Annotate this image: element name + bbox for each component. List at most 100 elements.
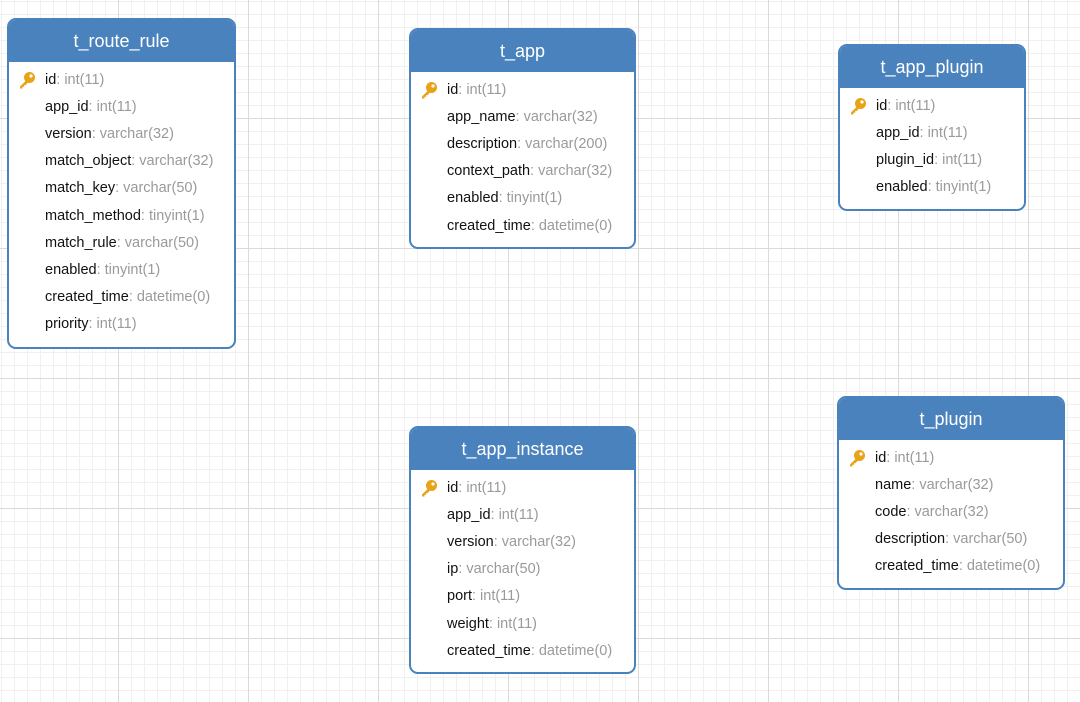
column-separator: :: [116, 234, 121, 251]
column-separator: :: [488, 615, 493, 632]
column-row[interactable]: enabled:tinyint(1): [840, 174, 1024, 201]
column-name: ip: [447, 561, 459, 578]
column-row[interactable]: priority:int(11): [9, 311, 234, 338]
column-row[interactable]: plugin_id:int(11): [840, 146, 1024, 173]
table-title: t_app: [411, 30, 634, 72]
column-name: id: [45, 71, 57, 88]
column-row[interactable]: id:int(11): [411, 474, 634, 501]
column-row[interactable]: name:varchar(32): [839, 471, 1063, 498]
column-type: int(11): [498, 506, 539, 523]
column-list: id:int(11)app_name:varchar(32)descriptio…: [411, 72, 634, 239]
column-separator: :: [887, 97, 892, 114]
column-type: tinyint(1): [148, 207, 205, 224]
column-row[interactable]: enabled:tinyint(1): [9, 256, 234, 283]
column-type: datetime(0): [136, 289, 211, 306]
column-separator: :: [530, 642, 535, 659]
column-row[interactable]: created_time:datetime(0): [411, 212, 634, 239]
column-separator: :: [128, 289, 133, 306]
column-row[interactable]: description:varchar(200): [411, 130, 634, 157]
column-separator: :: [96, 261, 101, 278]
column-name: match_key: [45, 180, 116, 197]
column-row[interactable]: ip:varchar(50): [411, 556, 634, 583]
column-name: version: [447, 533, 494, 550]
column-row[interactable]: enabled:tinyint(1): [411, 185, 634, 212]
key-icon: [411, 80, 447, 100]
column-separator: :: [919, 124, 924, 141]
column-row[interactable]: match_method:tinyint(1): [9, 202, 234, 229]
column-separator: :: [493, 533, 498, 550]
column-separator: :: [886, 449, 891, 466]
column-type: tinyint(1): [935, 179, 992, 196]
column-row[interactable]: id:int(11): [840, 92, 1024, 119]
column-separator: :: [530, 217, 535, 234]
column-row[interactable]: id:int(11): [411, 76, 634, 103]
column-row[interactable]: app_id:int(11): [9, 93, 234, 120]
column-type: varchar(200): [525, 135, 608, 152]
table-t-plugin[interactable]: t_plugin id:int(11)name:varchar(32)code:…: [837, 396, 1065, 590]
column-row[interactable]: match_rule:varchar(50): [9, 229, 234, 256]
column-type: varchar(50): [124, 234, 199, 251]
column-name: app_name: [447, 108, 516, 125]
column-row[interactable]: app_id:int(11): [840, 119, 1024, 146]
column-row[interactable]: id:int(11): [839, 444, 1063, 471]
column-type: varchar(32): [914, 503, 989, 520]
column-name: id: [447, 81, 459, 98]
column-type: varchar(32): [139, 153, 214, 170]
column-row[interactable]: id:int(11): [9, 66, 234, 93]
column-row[interactable]: created_time:datetime(0): [9, 284, 234, 311]
column-type: varchar(50): [466, 561, 541, 578]
column-separator: :: [140, 207, 145, 224]
column-name: id: [447, 479, 459, 496]
column-row[interactable]: created_time:datetime(0): [839, 553, 1063, 580]
column-name: code: [875, 503, 907, 520]
column-row[interactable]: version:varchar(32): [411, 528, 634, 555]
column-separator: :: [906, 503, 911, 520]
column-name: created_time: [875, 558, 959, 575]
column-separator: :: [958, 558, 963, 575]
column-separator: :: [934, 151, 939, 168]
column-row[interactable]: port:int(11): [411, 583, 634, 610]
column-name: description: [447, 135, 518, 152]
column-type: varchar(32): [538, 163, 613, 180]
column-type: int(11): [64, 71, 105, 88]
table-t-app[interactable]: t_app id:int(11)app_name:varchar(32)desc…: [409, 28, 636, 249]
column-list: id:int(11)app_id:int(11)version:varchar(…: [411, 470, 634, 664]
column-separator: :: [927, 179, 932, 196]
column-separator: :: [945, 531, 950, 548]
column-type: tinyint(1): [104, 261, 161, 278]
column-name: priority: [45, 316, 89, 333]
column-row[interactable]: version:varchar(32): [9, 120, 234, 147]
table-t-app-instance[interactable]: t_app_instance id:int(11)app_id:int(11)v…: [409, 426, 636, 674]
column-name: id: [876, 97, 888, 114]
column-name: created_time: [447, 642, 531, 659]
column-row[interactable]: weight:int(11): [411, 610, 634, 637]
table-title: t_route_rule: [9, 20, 234, 62]
column-row[interactable]: app_name:varchar(32): [411, 103, 634, 130]
column-name: weight: [447, 615, 489, 632]
column-separator: :: [530, 163, 535, 180]
column-name: created_time: [45, 289, 129, 306]
column-name: description: [875, 531, 946, 548]
column-row[interactable]: code:varchar(32): [839, 498, 1063, 525]
column-row[interactable]: match_object:varchar(32): [9, 148, 234, 175]
column-list: id:int(11)name:varchar(32)code:varchar(3…: [839, 440, 1063, 580]
column-separator: :: [458, 81, 463, 98]
column-row[interactable]: created_time:datetime(0): [411, 637, 634, 664]
table-title: t_app_instance: [411, 428, 634, 470]
column-name: created_time: [447, 217, 531, 234]
column-row[interactable]: description:varchar(50): [839, 526, 1063, 553]
column-type: datetime(0): [538, 217, 613, 234]
column-type: varchar(32): [919, 476, 994, 493]
column-separator: :: [88, 98, 93, 115]
column-type: tinyint(1): [506, 190, 563, 207]
column-row[interactable]: context_path:varchar(32): [411, 158, 634, 185]
column-row[interactable]: app_id:int(11): [411, 501, 634, 528]
table-t-app-plugin[interactable]: t_app_plugin id:int(11)app_id:int(11)plu…: [838, 44, 1026, 211]
column-name: enabled: [45, 261, 97, 278]
column-row[interactable]: match_key:varchar(50): [9, 175, 234, 202]
table-t-route-rule[interactable]: t_route_rule id:int(11)app_id:int(11)ver…: [7, 18, 236, 349]
column-name: app_id: [447, 506, 491, 523]
column-separator: :: [472, 588, 477, 605]
column-type: int(11): [96, 98, 137, 115]
column-name: app_id: [876, 124, 920, 141]
